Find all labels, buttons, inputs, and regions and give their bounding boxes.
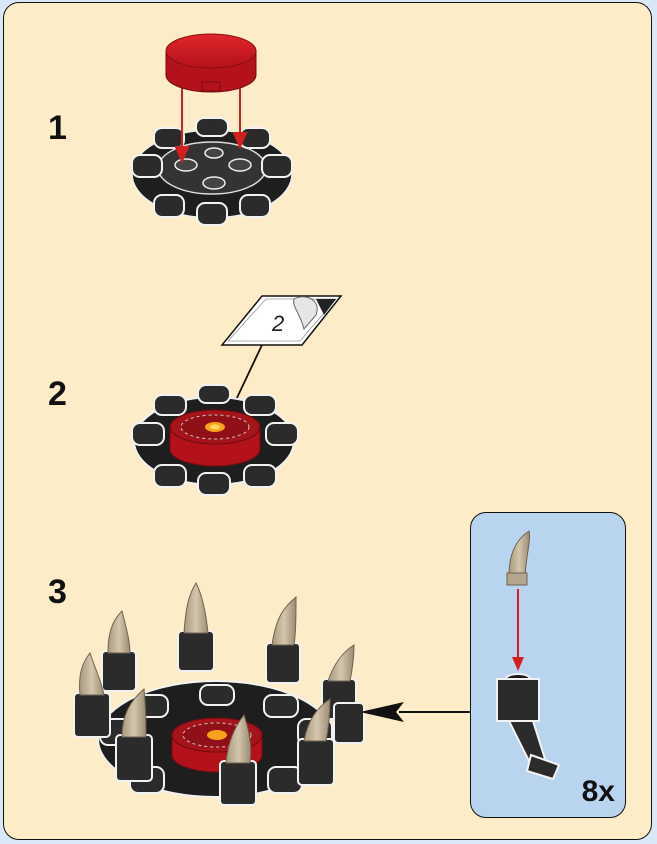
- build-illustrations: 2: [73, 33, 470, 806]
- step-number-2: 2: [48, 375, 67, 413]
- sub-assembly-illustration: [496, 530, 561, 781]
- quantity-label: 8x: [581, 775, 615, 808]
- instruction-page: 1 2 3: [3, 2, 652, 840]
- step-number-3: 3: [48, 573, 67, 611]
- step-number-1: 1: [48, 109, 67, 147]
- step3-back-claws: [101, 581, 357, 720]
- step1-red-round-tile: [165, 33, 257, 93]
- sticker-card: 2: [220, 295, 343, 422]
- step1-assembly: [131, 33, 293, 226]
- step3-assembly: [73, 581, 470, 806]
- step2-assembly: 2: [131, 295, 343, 496]
- step3-front-claws: [73, 651, 365, 806]
- sub-assembly-callout: 8x: [470, 512, 626, 818]
- callout-pointer-arrow: [360, 702, 470, 722]
- step2-red-decorated-tile: [169, 409, 261, 467]
- step1-red-arrows: [174, 83, 248, 164]
- step1-black-base: [131, 117, 293, 226]
- sticker-number-label: 2: [271, 311, 284, 336]
